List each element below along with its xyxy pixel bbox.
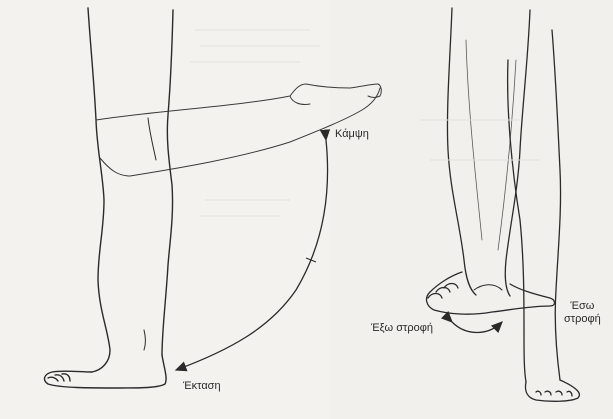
flexion-label: Κάμψη xyxy=(335,128,369,141)
eversion-label: Έσω στροφή xyxy=(564,300,601,326)
extension-label: Έκταση xyxy=(183,380,221,393)
eversion-label-line2: στροφή xyxy=(564,313,601,326)
inversion-label: Έξω στροφή xyxy=(371,322,433,335)
eversion-label-line1: Έσω xyxy=(564,300,601,313)
page-shadow-right xyxy=(330,0,613,419)
